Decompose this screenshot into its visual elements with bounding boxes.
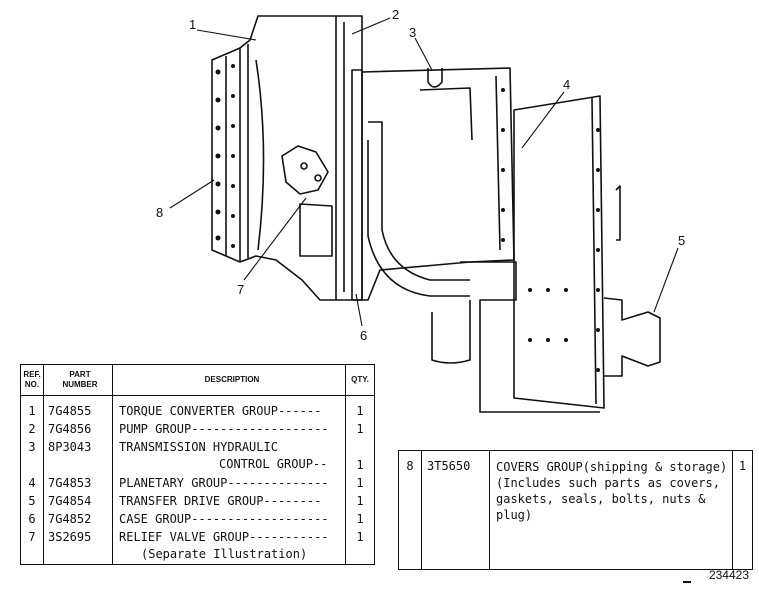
- part-number: 7G4854: [43, 492, 113, 510]
- figure-number-dash: [683, 581, 691, 583]
- callout-2: 2: [392, 7, 400, 22]
- leader-lines: [169, 17, 679, 327]
- qty: 1: [345, 510, 375, 528]
- header-ref-no: REF. NO.: [20, 364, 44, 396]
- description-line: RELIEF VALVE GROUP-----------: [119, 530, 329, 544]
- ref-no: 3: [20, 438, 44, 474]
- table-row: 2 7G4856 PUMP GROUP------------------- 1: [20, 420, 375, 438]
- table-row: 3 8P3043 TRANSMISSION HYDRAULIC CONTROL …: [20, 438, 375, 474]
- description: TRANSMISSION HYDRAULIC CONTROL GROUP--: [112, 438, 346, 474]
- table-row: 6 7G4852 CASE GROUP------------------- 1: [20, 510, 375, 528]
- table-row: 1 7G4855 TORQUE CONVERTER GROUP------ 1: [20, 395, 375, 420]
- figure-number: 234423: [708, 568, 749, 582]
- qty: 1: [345, 492, 375, 510]
- ref-no: 1: [20, 395, 44, 420]
- description: RELIEF VALVE GROUP----------- (Separate …: [112, 528, 346, 565]
- covers-description: COVERS GROUP(shipping & storage) (Includ…: [490, 451, 733, 569]
- qty: 1: [345, 420, 375, 438]
- ref-no: 6: [20, 510, 44, 528]
- description-line: TRANSMISSION HYDRAULIC: [119, 440, 278, 454]
- pump-flange: [336, 15, 363, 301]
- end-cover-plate: [211, 47, 241, 263]
- qty: 1: [345, 438, 375, 474]
- header-part-number: PART NUMBER: [43, 364, 113, 396]
- ref-no: 2: [20, 420, 44, 438]
- part-number: 7G4852: [43, 510, 113, 528]
- output-yoke: [603, 185, 661, 377]
- transfer-drive-housing: [431, 261, 600, 413]
- covers-ref-no: 8: [399, 451, 422, 569]
- table-row: 7 3S2695 RELIEF VALVE GROUP----------- (…: [20, 528, 375, 565]
- covers-part-number: 3T5650: [422, 451, 490, 569]
- callout-1: 1: [189, 17, 197, 32]
- relief-valve: [281, 145, 333, 257]
- callout-4: 4: [563, 77, 571, 92]
- callout-6: 6: [360, 328, 368, 343]
- ref-no: 7: [20, 528, 44, 565]
- fill-cap: [427, 68, 443, 88]
- description: TORQUE CONVERTER GROUP------: [112, 395, 346, 420]
- part-number: 3S2695: [43, 528, 113, 565]
- header-qty: QTY.: [345, 364, 375, 396]
- description: CASE GROUP-------------------: [112, 510, 346, 528]
- part-number: 8P3043: [43, 438, 113, 474]
- description-continuation: CONTROL GROUP--: [219, 457, 328, 471]
- part-number: 7G4855: [43, 395, 113, 420]
- qty: 1: [345, 474, 375, 492]
- ref-no: 4: [20, 474, 44, 492]
- callout-5: 5: [678, 233, 686, 248]
- covers-description-line: gaskets, seals, bolts, nuts & plug): [496, 492, 706, 522]
- qty: 1: [345, 395, 375, 420]
- covers-description-line: COVERS GROUP(shipping & storage): [496, 460, 728, 474]
- table-row: 5 7G4854 TRANSFER DRIVE GROUP-------- 1: [20, 492, 375, 510]
- callout-3: 3: [409, 25, 417, 40]
- planetary-plate: [513, 95, 605, 409]
- part-number: 7G4853: [43, 474, 113, 492]
- torque-converter-housing: [239, 15, 337, 301]
- case-body: [351, 67, 515, 301]
- covers-description-line: (Includes such parts as covers,: [496, 476, 720, 490]
- parts-list-table: REF. NO. PART NUMBER DESCRIPTION QTY. 1 …: [20, 364, 375, 565]
- qty: 1: [345, 528, 375, 565]
- table-row: 4 7G4853 PLANETARY GROUP-------------- 1: [20, 474, 375, 492]
- description: PUMP GROUP-------------------: [112, 420, 346, 438]
- header-description: DESCRIPTION: [112, 364, 346, 396]
- callout-8: 8: [156, 205, 164, 220]
- part-number: 7G4856: [43, 420, 113, 438]
- description: TRANSFER DRIVE GROUP--------: [112, 492, 346, 510]
- description-note: (Separate Illustration): [141, 547, 308, 561]
- ref-no: 5: [20, 492, 44, 510]
- covers-group-box: 8 3T5650 COVERS GROUP(shipping & storage…: [398, 450, 753, 570]
- description: PLANETARY GROUP--------------: [112, 474, 346, 492]
- hydraulic-tube: [367, 121, 470, 297]
- covers-qty: 1: [738, 459, 747, 473]
- callout-7: 7: [237, 282, 245, 297]
